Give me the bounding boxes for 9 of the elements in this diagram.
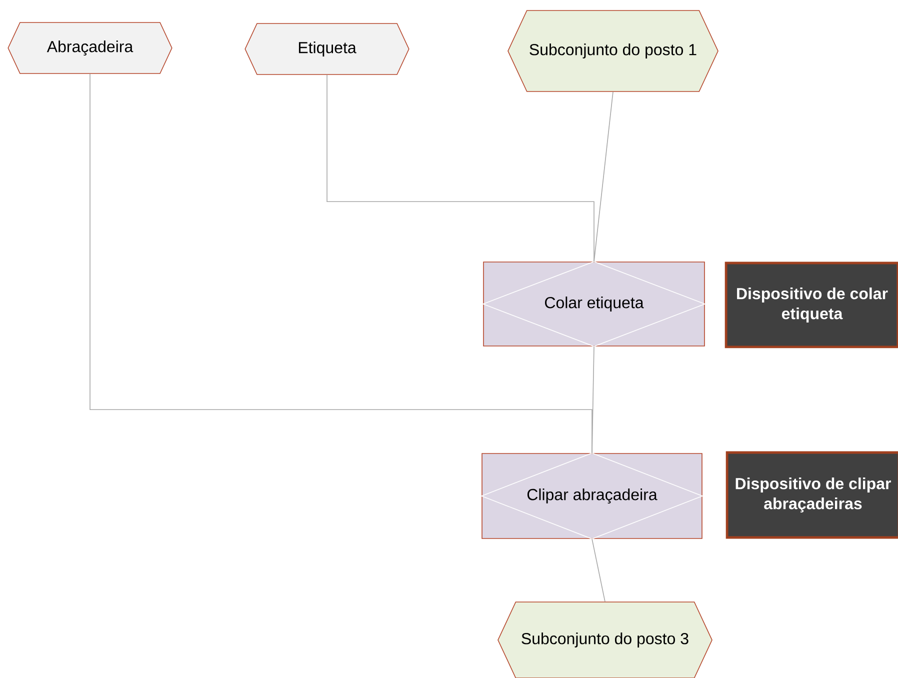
- input-hexagon: Abraçadeira: [8, 22, 172, 74]
- connector-line: [326, 74, 594, 262]
- connector-line: [592, 346, 594, 454]
- input-hexagon: Etiqueta: [244, 23, 410, 75]
- device-box: Dispositivo de clipar abraçadeiras: [726, 451, 898, 539]
- subassembly-hexagon: Subconjunto do posto 3: [498, 602, 712, 678]
- connector-line: [592, 538, 606, 602]
- device-box: Dispositivo de colar etiqueta: [724, 262, 898, 348]
- subassembly-hexagon: Subconjunto do posto 1: [508, 10, 718, 92]
